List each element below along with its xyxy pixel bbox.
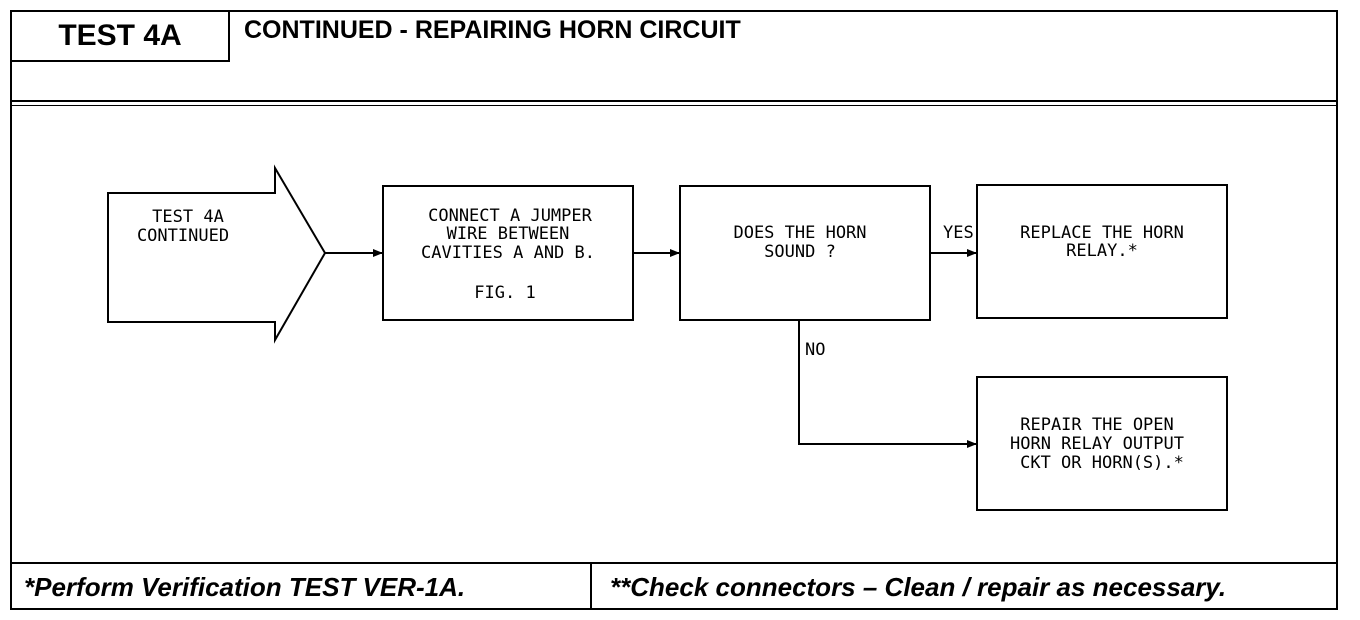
- footer-separator: [590, 562, 592, 610]
- no-result-box: [976, 376, 1228, 511]
- decision-line-1: DOES THE HORN: [733, 223, 866, 243]
- no-result-line-1: REPAIR THE OPEN: [1020, 415, 1174, 435]
- yes-result-line-1: REPLACE THE HORN: [1020, 223, 1184, 243]
- header-divider: [10, 100, 1338, 102]
- footer-verification-note: *Perform Verification TEST VER-1A.: [24, 571, 466, 602]
- start-label-line-1: TEST 4A: [152, 207, 224, 227]
- yes-label: YES: [943, 223, 974, 243]
- connector-no: [798, 320, 977, 448]
- no-label: NO: [805, 340, 825, 360]
- step1-line-3: CAVITIES A AND B.: [421, 243, 595, 263]
- header-divider-thin: [10, 105, 1338, 106]
- no-result-line-3: CKT OR HORN(S).*: [1020, 453, 1184, 473]
- step1-line-1: CONNECT A JUMPER: [428, 206, 593, 226]
- yes-result-box: [976, 184, 1228, 319]
- page-frame: [10, 10, 1338, 610]
- yes-result-line-2: RELAY.*: [1066, 241, 1138, 261]
- start-arrow-shape: [107, 164, 327, 344]
- footer-connector-note: **Check connectors – Clean / repair as n…: [610, 571, 1227, 602]
- start-label-line-2: CONTINUED: [137, 226, 229, 246]
- step1-line-2: WIRE BETWEEN: [447, 224, 570, 244]
- footer-divider: [10, 562, 1338, 564]
- test-label: TEST 4A: [12, 12, 230, 62]
- page-title: CONTINUED - REPAIRING HORN CIRCUIT: [244, 16, 741, 44]
- step1-fig-ref: FIG. 1: [474, 283, 535, 303]
- decision-line-2: SOUND ?: [764, 242, 836, 262]
- no-result-line-2: HORN RELAY OUTPUT: [1010, 434, 1184, 454]
